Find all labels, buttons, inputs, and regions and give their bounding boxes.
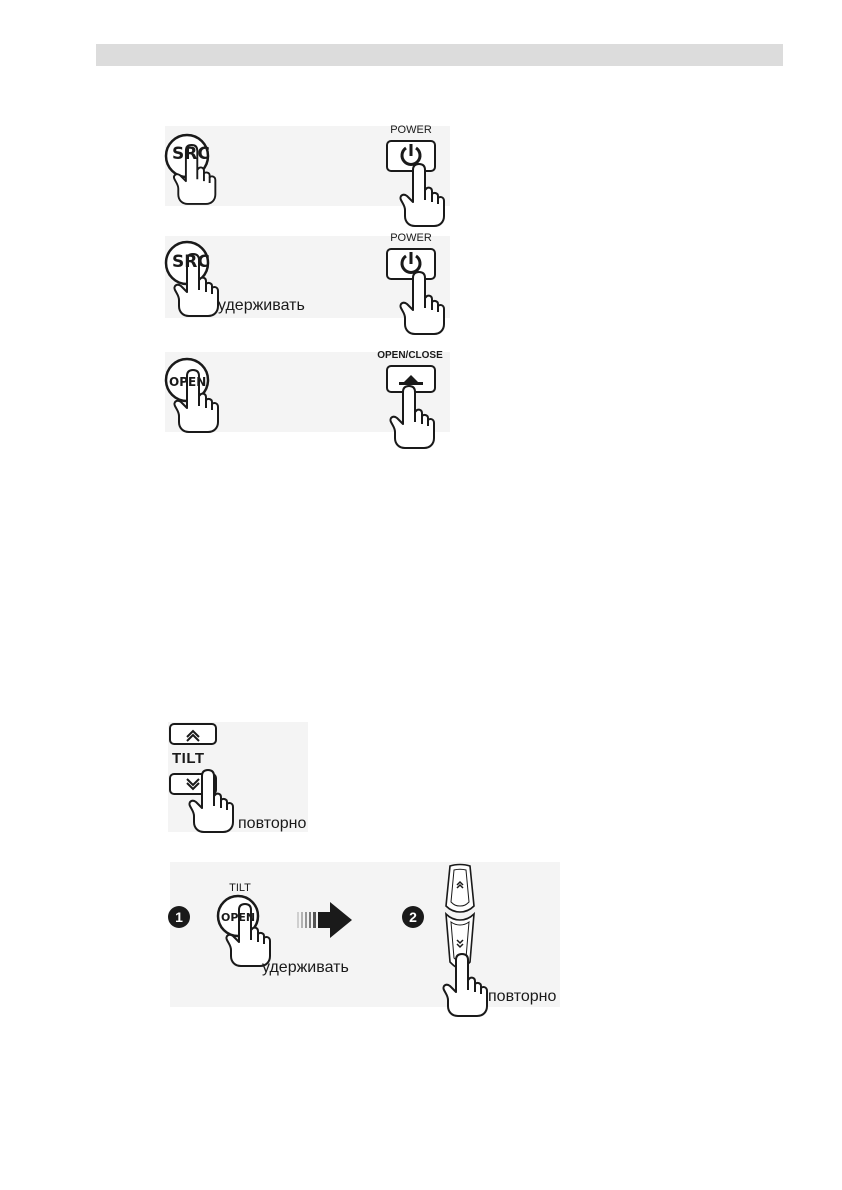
power-icon — [400, 144, 422, 166]
hold-text: удерживать — [218, 297, 305, 314]
remote-graphic — [216, 863, 488, 1017]
src-button-icon — [164, 133, 445, 227]
open-graphic — [164, 357, 436, 449]
illustration-src-power: SRC POWER — [164, 124, 450, 227]
eject-icon — [399, 375, 423, 385]
illustration-remote-tilt: 1 TILT OPEN удерживать 2 повторно — [168, 862, 560, 1017]
repeat-text: повторно — [238, 815, 307, 832]
open-close-caption: OPEN/CLOSE — [377, 350, 443, 361]
double-chevron-up-icon — [186, 729, 200, 742]
remote-tilt-rocker-icon — [445, 863, 475, 969]
arrow-right-icon — [297, 902, 352, 938]
illustration-tilt: TILT повторно — [168, 722, 308, 833]
step-2-badge: 2 — [402, 906, 424, 928]
open-button-label: OPEN — [169, 375, 207, 389]
power-caption: POWER — [390, 124, 432, 136]
power-caption: POWER — [390, 232, 432, 244]
step-1-badge: 1 — [168, 906, 190, 928]
tilt-label: TILT — [172, 750, 205, 767]
tilt-caption: TILT — [229, 882, 251, 894]
src-button-label: SRC — [172, 252, 210, 272]
tilt-buttons — [169, 723, 234, 833]
src-button-label: SRC — [172, 144, 210, 164]
illustration-src-hold-power: SRC удерживать POWER — [164, 232, 450, 335]
repeat-text: повторно — [488, 988, 557, 1005]
hold-text: удерживать — [262, 959, 349, 976]
section-header-bar — [96, 44, 783, 66]
src-hold-graphic — [164, 240, 445, 335]
illustration-open-close: OPEN OPEN/CLOSE — [164, 350, 450, 449]
double-chevron-down-icon — [186, 778, 200, 791]
open-button-label: OPEN — [221, 911, 256, 924]
